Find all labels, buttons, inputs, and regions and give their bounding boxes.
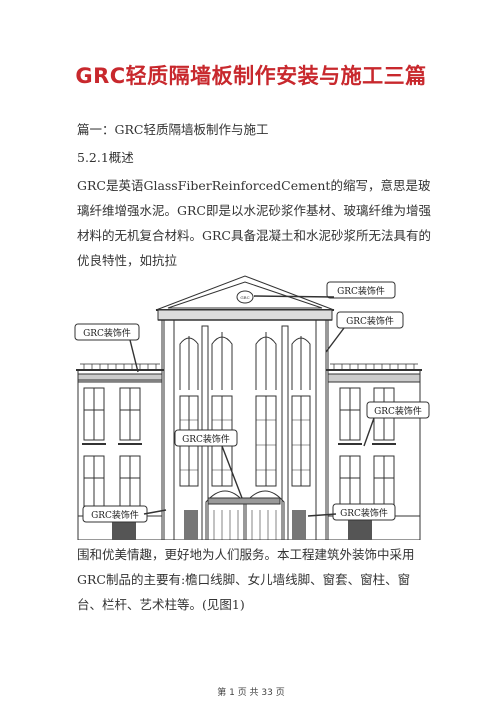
- callout-upper-right: GRC装饰件: [325, 311, 404, 353]
- callout-label: GRC装饰件: [374, 405, 422, 417]
- document-title: GRC轻质隔墙板制作安装与施工三篇: [75, 64, 427, 88]
- page-footer: 第 1 页 共 33 页: [217, 688, 285, 698]
- callout-label: GRC装饰件: [346, 315, 394, 327]
- callout-top: GRC装饰件: [253, 281, 396, 299]
- callout-lower-left: GRC装饰件: [82, 505, 167, 523]
- medallion-text: GRC: [240, 295, 249, 300]
- callout-right-mid: GRC装饰件: [363, 401, 430, 447]
- callout-lower-right: GRC装饰件: [307, 503, 396, 521]
- callout-label: GRC装饰件: [83, 327, 131, 339]
- subsection-heading: 5.2.1概述: [77, 150, 134, 165]
- building-figure: GRC GRC装饰件 GRC装饰件 GRC装饰件 GRC装饰件 GRC装饰件 G…: [74, 275, 430, 540]
- callout-upper-left: GRC装饰件: [74, 323, 140, 373]
- paragraph-continued: 围和优美情趣，更好地为人们服务。本工程建筑外装饰中采用GRC制品的主要有:檐口线…: [77, 547, 415, 612]
- paragraph-intro: GRC是英语GlassFiberReinforcedCement的缩写，意思是玻…: [77, 178, 431, 268]
- callout-center: GRC装饰件: [174, 429, 243, 499]
- section-heading: 篇一：GRC轻质隔墙板制作与施工: [77, 122, 269, 137]
- callout-label: GRC装饰件: [340, 507, 388, 519]
- callout-label: GRC装饰件: [337, 285, 385, 297]
- callout-label: GRC装饰件: [91, 509, 139, 521]
- callout-label: GRC装饰件: [182, 433, 230, 445]
